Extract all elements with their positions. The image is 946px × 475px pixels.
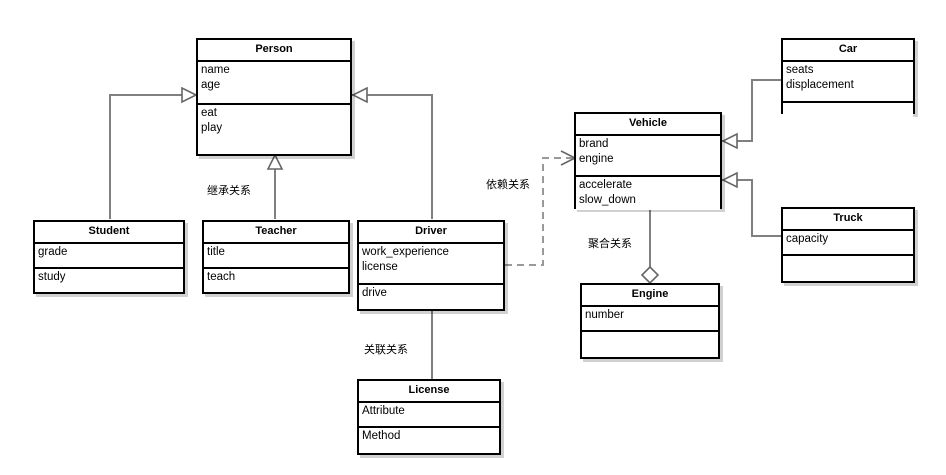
- edge-driver-person: [352, 94, 433, 219]
- class-methods-person: eat play: [198, 105, 350, 138]
- aggregation-diamond-engine: [640, 265, 660, 285]
- class-attributes-license: Attribute: [359, 403, 499, 428]
- method-row: accelerate: [579, 179, 633, 191]
- relation-label-inheritance: 继承关系: [207, 184, 251, 197]
- class-attributes-person: name age: [198, 62, 350, 105]
- relation-label-aggregation: 聚合关系: [588, 237, 632, 250]
- class-attributes-student: grade: [35, 244, 183, 269]
- class-box-person[interactable]: Person name age eat play: [196, 38, 352, 156]
- class-attributes-vehicle: brand engine: [576, 136, 720, 177]
- attribute-row: capacity: [786, 233, 829, 245]
- class-methods-license: Method: [359, 428, 499, 446]
- class-name-student: Student: [35, 222, 183, 244]
- attribute-row: work_experience: [362, 246, 449, 258]
- class-name-vehicle: Vehicle: [576, 114, 720, 136]
- class-name-driver: Driver: [359, 222, 503, 244]
- method-row: Method: [362, 430, 401, 442]
- method-row: play: [201, 122, 223, 134]
- generalization-arrowhead-teacher: [266, 153, 284, 170]
- class-attributes-teacher: title: [204, 244, 348, 269]
- edge-driver-vehicle-dependency: [505, 157, 573, 266]
- edge-car-vehicle: [722, 79, 781, 142]
- class-box-engine[interactable]: Engine number: [580, 283, 720, 359]
- class-attributes-driver: work_experience license: [359, 244, 503, 285]
- class-box-car[interactable]: Car seats displacement: [781, 38, 915, 120]
- method-row: teach: [207, 271, 236, 283]
- attribute-row: age: [201, 79, 221, 91]
- method-row: study: [38, 271, 66, 283]
- class-name-engine: Engine: [582, 285, 718, 307]
- class-box-license[interactable]: License Attribute Method: [357, 379, 501, 455]
- class-box-driver[interactable]: Driver work_experience license drive: [357, 220, 505, 311]
- attribute-row: engine: [579, 153, 614, 165]
- attribute-row: title: [207, 246, 225, 258]
- class-name-teacher: Teacher: [204, 222, 348, 244]
- class-name-truck: Truck: [783, 209, 913, 231]
- edge-student-person: [109, 94, 197, 219]
- generalization-arrowhead-driver: [351, 86, 368, 104]
- relation-label-association: 关联关系: [364, 343, 408, 356]
- class-name-car: Car: [783, 40, 913, 62]
- class-attributes-engine: number: [582, 307, 718, 332]
- attribute-row: grade: [38, 246, 68, 258]
- generalization-arrowhead-truck: [721, 171, 738, 189]
- class-methods-truck: [783, 256, 913, 273]
- attribute-row: seats: [786, 64, 814, 76]
- class-box-student[interactable]: Student grade study: [33, 220, 185, 294]
- class-methods-student: study: [35, 269, 183, 287]
- attribute-row: number: [585, 309, 624, 321]
- attribute-row: Attribute: [362, 405, 405, 417]
- attribute-row: license: [362, 261, 398, 273]
- method-row: eat: [201, 107, 217, 119]
- method-row: drive: [362, 287, 387, 299]
- class-name-person: Person: [198, 40, 350, 62]
- generalization-arrowhead-student: [181, 86, 198, 104]
- class-name-license: License: [359, 381, 499, 403]
- attribute-row: name: [201, 64, 230, 76]
- class-attributes-truck: capacity: [783, 231, 913, 256]
- generalization-arrowhead-car: [721, 132, 738, 150]
- attribute-row: brand: [579, 138, 609, 150]
- class-methods-teacher: teach: [204, 269, 348, 287]
- class-box-teacher[interactable]: Teacher title teach: [202, 220, 350, 294]
- class-box-vehicle[interactable]: Vehicle brand engine accelerate slow_dow…: [574, 112, 722, 210]
- class-methods-engine: [582, 332, 718, 349]
- class-attributes-car: seats displacement: [783, 62, 913, 103]
- edge-truck-vehicle: [722, 179, 781, 237]
- class-methods-vehicle: accelerate slow_down: [576, 177, 720, 210]
- class-box-truck[interactable]: Truck capacity: [781, 207, 915, 283]
- class-methods-driver: drive: [359, 285, 503, 303]
- method-row: slow_down: [579, 194, 636, 206]
- relation-label-dependency: 依赖关系: [486, 178, 530, 191]
- attribute-row: displacement: [786, 79, 854, 91]
- class-methods-car: [783, 103, 913, 120]
